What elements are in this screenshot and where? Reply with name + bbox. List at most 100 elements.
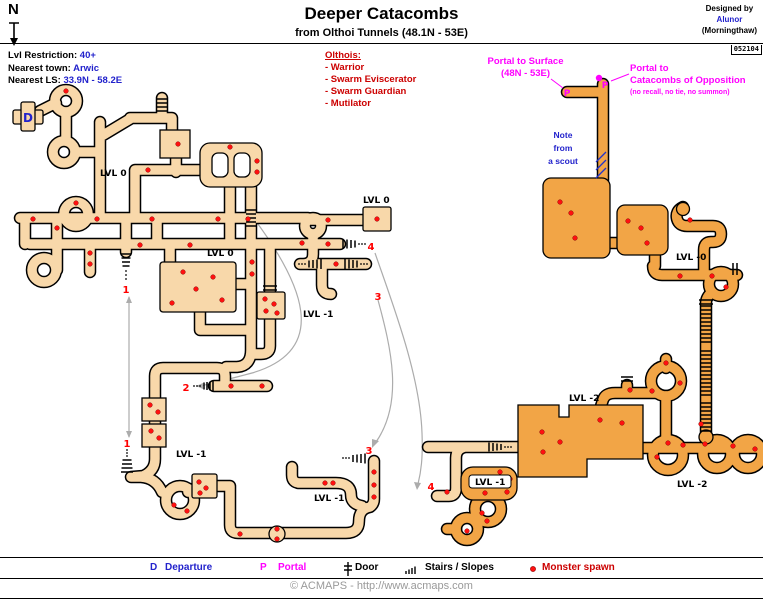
designer-credit: Designed by Alunor (Morningthaw) [702, 3, 757, 36]
monster-spawn [274, 536, 280, 542]
olthoi-list: Olthois: - Warrior- Swarm Eviscerator- S… [325, 50, 416, 110]
monster-spawn [680, 442, 686, 448]
legend-stairs-icon [405, 566, 416, 574]
monster-spawn [557, 439, 563, 445]
designed-by-label: Designed by [705, 4, 754, 13]
monster-spawn [484, 518, 490, 524]
monster-spawn [87, 250, 93, 256]
lvl-restriction-row: Lvl Restriction: 40+ [8, 50, 122, 63]
departure-marker: D [23, 111, 33, 125]
monster-spawn [215, 216, 221, 222]
monster-spawn [249, 271, 255, 277]
list-item: from [553, 143, 573, 153]
list-item: - Mutilator [325, 98, 371, 109]
monster-spawn [245, 216, 251, 222]
monster-spawn [54, 225, 60, 231]
monster-spawn [649, 388, 655, 394]
header-divider [0, 43, 763, 44]
monster-spawn [237, 531, 243, 537]
monster-spawn [464, 528, 470, 534]
monster-spawn [193, 286, 199, 292]
lvl-restriction-value: 40+ [79, 50, 96, 61]
monster-spawn [444, 489, 450, 495]
monster-spawn [274, 310, 280, 316]
level-label: LVL -1 [176, 450, 206, 460]
rooms-dark [460, 177, 714, 501]
monster-spawn [228, 383, 234, 389]
monster-spawn [171, 502, 177, 508]
monster-spawn [137, 242, 143, 248]
monster-spawn [203, 485, 209, 491]
monster-spawn [145, 167, 151, 173]
legend-departure-label: Departure [165, 562, 213, 573]
list-item: - Swarm Eviscerator [325, 74, 417, 85]
level-label: LVL 0 [363, 196, 390, 206]
dungeon-info: Lvl Restriction: 40+ Nearest town: Arwic… [8, 50, 122, 88]
list-item: - Swarm Guardian [325, 86, 407, 97]
monster-spawn [677, 380, 683, 386]
level-label: LVL 0 [100, 169, 127, 179]
monster-spawn [254, 169, 260, 175]
monster-spawn [644, 240, 650, 246]
monster-spawn [687, 217, 693, 223]
monster-spawn [30, 216, 36, 222]
stairs-number-marker: 4 [428, 482, 435, 493]
monster-spawn [504, 489, 510, 495]
monster-spawn [371, 482, 377, 488]
monster-spawn [665, 440, 671, 446]
monster-spawn [482, 490, 488, 496]
bottom-border [0, 597, 763, 599]
monster-spawn [175, 141, 181, 147]
page-title: Deeper Catacombs [304, 4, 459, 23]
monster-spawn [325, 241, 331, 247]
stairs-number-marker: 4 [368, 242, 375, 253]
monster-spawn [540, 449, 546, 455]
legend: D Departure P Portal Door Stairs / Slope… [0, 557, 763, 579]
portal-opposition-line2: Catacombs of Opposition [630, 75, 746, 86]
monster-spawn [197, 490, 203, 496]
monster-spawn [156, 435, 162, 441]
level-label: LVL -0 [676, 253, 706, 263]
monster-spawn [169, 300, 175, 306]
monster-spawn [155, 409, 161, 415]
monster-spawn [147, 402, 153, 408]
monster-spawn [148, 428, 154, 434]
level-label: LVL -1 [303, 310, 333, 320]
monster-spawn [249, 259, 255, 265]
monster-spawn [271, 301, 277, 307]
monster-spawn [149, 216, 155, 222]
monster-spawn [187, 242, 193, 248]
compass-north-label: N [8, 1, 19, 18]
designer-name: Alunor [716, 15, 743, 24]
legend-door-label: Door [355, 562, 379, 573]
stairs-number-marker: 1 [123, 285, 130, 296]
legend-portal-label: Portal [278, 562, 307, 573]
footer-credit: © ACMAPS - http://www.acmaps.com [290, 580, 473, 592]
monster-spawn [227, 144, 233, 150]
date-code: 052104 [730, 45, 762, 55]
portal-surface-line2: (48N - 53E) [500, 68, 551, 79]
stairs-number-marker: 3 [375, 292, 382, 303]
monster-spawn [663, 360, 669, 366]
level-label: LVL 0 [207, 249, 234, 259]
door-icon [263, 263, 738, 382]
legend-departure-symbol: D [150, 562, 158, 573]
monster-spawn [325, 217, 331, 223]
list-item: - Warrior [325, 62, 365, 73]
monster-spawn [333, 261, 339, 267]
monster-spawn [497, 469, 503, 475]
legend-stairs-label: Stairs / Slopes [425, 562, 494, 573]
monster-spawn [322, 480, 328, 486]
monster-spawn [627, 387, 633, 393]
level-label: LVL -2 [569, 394, 599, 404]
monster-spawn [638, 225, 644, 231]
monster-spawn [254, 158, 260, 164]
stairs-number-marker: 1 [124, 439, 131, 450]
monster-spawn [479, 510, 485, 516]
monster-spawn [63, 88, 69, 94]
olthoi-items: - Warrior- Swarm Eviscerator- Swarm Guar… [325, 62, 416, 110]
monster-spawn [698, 421, 704, 427]
nearest-town-row: Nearest town: Arwic [8, 63, 122, 76]
